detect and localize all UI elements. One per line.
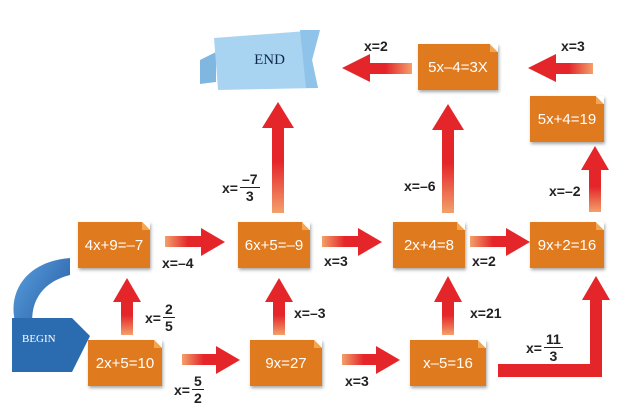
solution-label-2-middle: x=2 <box>472 253 496 269</box>
solution-label-2-top: x=2 <box>364 38 388 54</box>
arrow-e3-e7 <box>498 276 610 377</box>
solution-label-neg4: x=–4 <box>162 255 194 271</box>
equation-box-x-5: x–5=16 <box>410 340 486 386</box>
arrow-e5-e6 <box>322 228 382 256</box>
solution-label-3-top: x=3 <box>561 38 585 54</box>
arrow-e8-e9 <box>528 54 593 82</box>
solution-label-neg3: x=–3 <box>294 305 326 321</box>
equation-box-5x-4: 5x–4=3X <box>418 44 498 90</box>
arrow-e9-end <box>342 54 412 82</box>
equation-box-9x+2: 9x+2=16 <box>530 222 604 268</box>
arrow-e4-e5 <box>165 228 225 256</box>
equation-box-9x: 9x=27 <box>250 340 322 386</box>
solution-label-3-middle: x=3 <box>324 253 348 269</box>
arrow-e2-e5 <box>265 278 293 335</box>
end-shape <box>200 30 320 90</box>
begin-label: BEGIN <box>22 333 56 345</box>
arrow-e5-end <box>262 102 294 213</box>
solution-label-neg2: x=–2 <box>549 183 581 199</box>
solution-label-21: x=21 <box>470 305 502 321</box>
arrow-e1-e4 <box>113 278 141 335</box>
arrow-e1-e2 <box>182 346 240 374</box>
end-label: END <box>254 51 285 68</box>
solution-label-3-bottom: x=3 <box>345 373 369 389</box>
solution-label-neg6: x=–6 <box>404 178 436 194</box>
arrow-e6-e9 <box>432 104 464 213</box>
arrow-e6-e7 <box>470 228 530 256</box>
equation-box-2x+5: 2x+5=10 <box>88 340 162 386</box>
begin-arrow <box>12 258 90 372</box>
arrow-e2-e3 <box>342 346 400 374</box>
equation-box-5x+4: 5x+4=19 <box>530 96 604 142</box>
equation-box-2x+4: 2x+4=8 <box>393 222 465 268</box>
arrow-e3-e6 <box>434 276 462 335</box>
arrow-e7-e8 <box>581 146 609 212</box>
equation-box-6x+5: 6x+5=–9 <box>238 222 310 268</box>
equation-box-4x+9: 4x+9=–7 <box>78 222 150 268</box>
